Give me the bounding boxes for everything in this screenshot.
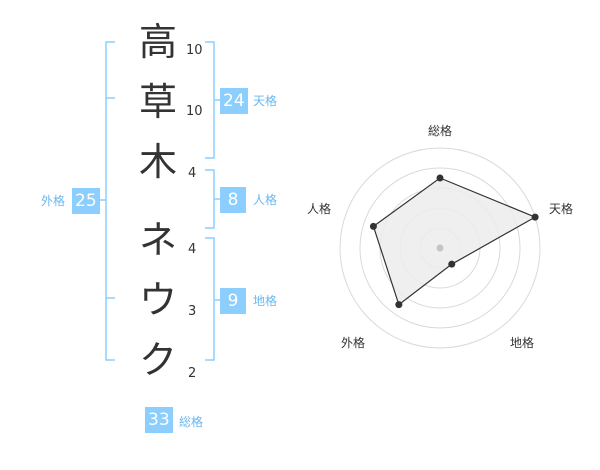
name-char-3: 木: [138, 140, 177, 184]
name-char-4: ネ: [138, 218, 177, 262]
radar-axis-label-chikaku: 地格: [510, 336, 535, 350]
stroke-count-3: 4: [188, 166, 197, 181]
gaikaku-label: 外格: [41, 194, 66, 208]
name-char-5: ウ: [138, 278, 177, 322]
stroke-count-4: 4: [188, 242, 197, 257]
soukaku-value-badge: 33: [145, 407, 173, 433]
chikaku-bracket: [205, 237, 215, 361]
name-char-6: ク: [138, 338, 177, 382]
stroke-count-6: 2: [188, 366, 197, 381]
tenkaku-label: 天格: [253, 94, 278, 108]
radar-point-soukaku: [436, 174, 444, 182]
jinkaku-label: 人格: [253, 193, 278, 207]
radar-point-tenkaku: [531, 213, 539, 221]
radar-grid-ring-4: [359, 167, 521, 329]
soukaku-label: 総格: [179, 415, 204, 429]
stroke-count-5: 3: [188, 304, 197, 319]
radar-point-gaikaku: [395, 301, 403, 309]
radar-axis-label-jinkaku: 人格: [307, 202, 332, 216]
radar-axis-label-soukaku: 総格: [428, 124, 453, 138]
tenkaku-value-badge: 24: [220, 88, 248, 114]
gaikaku-bracket: [105, 41, 115, 361]
radar-center-point: [436, 244, 444, 252]
gaikaku-value-badge: 25: [72, 188, 100, 214]
jinkaku-value-badge: 8: [220, 187, 246, 213]
name-char-1: 高: [138, 20, 177, 64]
stroke-count-2: 10: [186, 104, 203, 119]
radar-point-chikaku: [448, 260, 456, 268]
radar-axis-label-gaikaku: 外格: [341, 336, 366, 350]
chikaku-label: 地格: [253, 294, 278, 308]
stroke-count-1: 10: [186, 43, 203, 58]
radar-value-polygon: [372, 177, 537, 306]
chikaku-value-badge: 9: [220, 288, 246, 314]
radar-point-jinkaku: [369, 222, 377, 230]
radar-axis-label-tenkaku: 天格: [549, 202, 574, 216]
name-char-2: 草: [138, 80, 177, 124]
